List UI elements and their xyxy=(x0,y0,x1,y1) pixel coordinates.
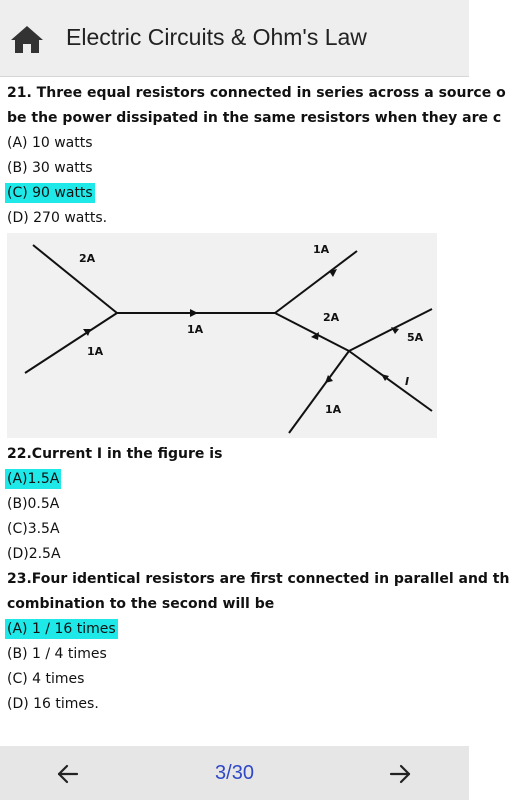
question-22-option-b[interactable]: (B)0.5A xyxy=(7,496,60,512)
question-21-text-line-1: 21. Three equal resistors connected in s… xyxy=(7,85,506,101)
question-21-text-line-2: be the power dissipated in the same resi… xyxy=(7,110,502,126)
label-current-i: I xyxy=(405,375,409,388)
page-indicator: 3/30 xyxy=(0,758,469,788)
question-23-text-line-2: combination to the second will be xyxy=(7,596,275,612)
question-21-option-b[interactable]: (B) 30 watts xyxy=(7,160,93,176)
arrow-left-bottom xyxy=(83,329,91,336)
question-23-option-b[interactable]: (B) 1 / 4 times xyxy=(7,646,107,662)
question-22-option-a-highlighted[interactable]: (A)1.5A xyxy=(5,469,62,489)
arrow-current-i xyxy=(381,374,389,381)
label-top-right: 1A xyxy=(313,243,330,256)
arrow-middle xyxy=(190,309,198,317)
home-icon[interactable] xyxy=(10,24,44,54)
circuit-figure: 2A 1A 1A 1A 2A 5A I 1A xyxy=(7,233,437,438)
question-content[interactable]: 21. Three equal resistors connected in s… xyxy=(0,78,509,746)
question-21-option-a[interactable]: (A) 10 watts xyxy=(7,135,93,151)
question-22-text: 22.Current I in the figure is xyxy=(7,446,223,462)
arrow-bottom xyxy=(325,375,333,383)
label-bottom: 1A xyxy=(325,403,342,416)
question-21-option-d[interactable]: (D) 270 watts. xyxy=(7,210,108,226)
total-pages: /30 xyxy=(226,762,254,784)
arrow-mid-right xyxy=(311,332,319,340)
question-23-option-c[interactable]: (C) 4 times xyxy=(7,671,85,687)
question-22-option-c[interactable]: (C)3.5A xyxy=(7,521,60,537)
app-header: Electric Circuits & Ohm's Law xyxy=(0,0,469,77)
arrow-far-right xyxy=(391,327,399,334)
label-top-left: 2A xyxy=(79,252,96,265)
arrow-right-icon[interactable] xyxy=(384,758,416,790)
label-far-right: 5A xyxy=(407,331,424,344)
question-23-text-line-1: 23.Four identical resistors are first co… xyxy=(7,571,509,587)
question-22-option-d[interactable]: (D)2.5A xyxy=(7,546,61,562)
label-middle: 1A xyxy=(187,323,204,336)
question-23-option-a-highlighted[interactable]: (A) 1 / 16 times xyxy=(5,619,118,639)
question-21-option-c-highlighted[interactable]: (C) 90 watts xyxy=(5,183,95,203)
footer-nav: 3/30 xyxy=(0,746,469,800)
current-page: 3 xyxy=(215,762,227,784)
label-left-bottom: 1A xyxy=(87,345,104,358)
question-23-option-d[interactable]: (D) 16 times. xyxy=(7,696,99,712)
label-mid-right: 2A xyxy=(323,311,340,324)
arrow-left-icon[interactable] xyxy=(52,758,84,790)
arrow-top-right xyxy=(329,269,337,277)
page-title: Electric Circuits & Ohm's Law xyxy=(66,24,367,50)
